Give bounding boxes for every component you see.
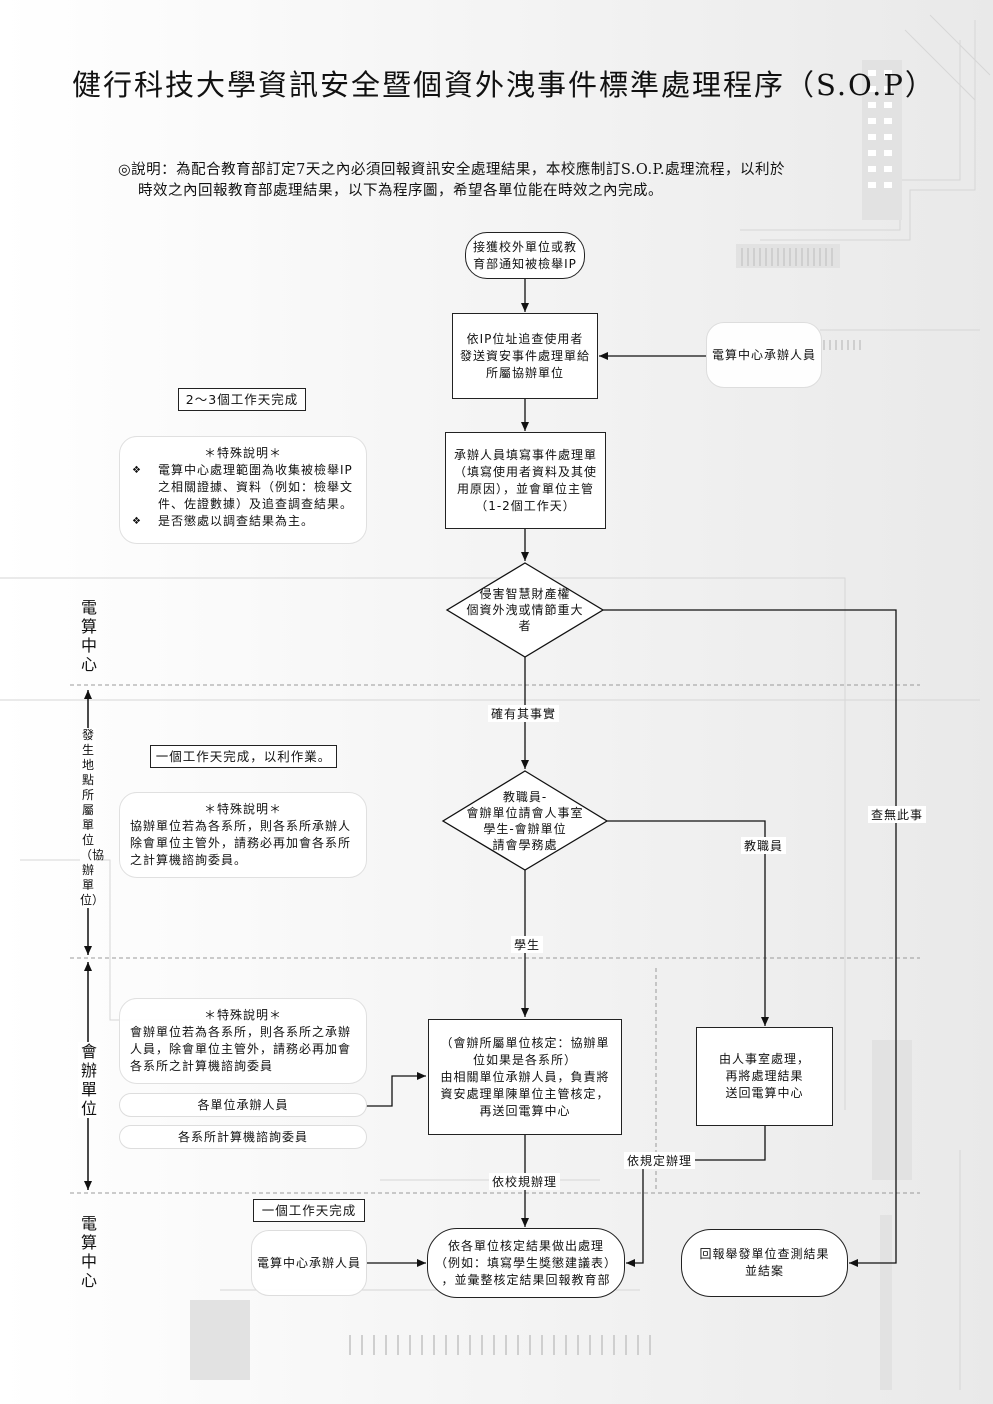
unit-handler-label: 各單位承辦人員 [197,1097,289,1112]
edge-label-by-regulations: 依規定辦理 [624,1152,696,1169]
fill-form-line-2: （填寫使用者資料及其使 [453,464,597,479]
dept-committee-box: 各系所計算機諮詢委員 [119,1125,367,1149]
page-title: 健行科技大學資訊安全暨個資外洩事件標準處理程序（S.O.P） [72,68,936,102]
report-back-node: 回報舉發單位查測結果 並結案 [681,1229,848,1297]
verify-line-2: 位如果是各系所） [472,1052,577,1067]
special-note-3-text: 會辦單位若為各系所，則各系所之承辦人員，除會單位主管外，請務必再加會各系所之計算… [130,1025,352,1073]
tag-one-day-mid-label: 一個工作天完成，以利作業。 [155,749,332,764]
decision-identity-line-1: 教職員- [502,790,548,804]
decision-serious: 侵害智慧財產權 個資外洩或情節重大 者 [455,586,595,634]
trace-ip-line-1: 依IP位址追查使用者 [466,331,584,346]
intro-text: ◎說明：為配合教育部訂定7天之內必須回報資訊安全處理結果，本校應制訂S.O.P.… [118,160,878,202]
tag-one-day-bottom: 一個工作天完成 [253,1199,365,1222]
decision-identity: 教職員- 會辦單位請會人事室 學生-會辦單位 請會學務處 [460,789,590,853]
center-handler-top: 電算中心承辦人員 [706,322,822,388]
edge-label-not-found: 查無此事 [868,806,927,823]
decision-identity-line-2: 會辦單位請會人事室 [466,806,584,820]
final-process-line-1: 依各單位核定結果做出處理 [447,1238,604,1253]
verify-line-3: 由相關單位承辦人員，負責將 [440,1069,610,1084]
special-note-2-text: 協辦單位若為各系所，則各系所承辦人除會單位主管外，請務必再加會各系所之計算機諮詢… [130,819,352,867]
decision-serious-shape [445,562,605,658]
tag-one-day-mid: 一個工作天完成，以利作業。 [150,745,337,768]
lane-label-co-unit: 會辦單位 [78,1042,100,1118]
hr-handle-line-3: 送回電算中心 [725,1086,804,1100]
start-node: 接獲校外單位或教 育部通知被檢舉IP [465,232,585,279]
edge-label-student: 學生 [511,936,544,953]
intro-line-2: 時效之內回報教育部處理結果，以下為程序圖，希望各單位能在時效之內完成。 [138,183,663,199]
final-process-node: 依各單位核定結果做出處理 （例如：填寫學生獎懲建議表） ，並彙整核定結果回報教育… [427,1228,625,1298]
fill-form-line-4: （1-2個工作天） [475,498,576,513]
tag-one-day-bottom-label: 一個工作天完成 [261,1203,357,1218]
report-back-line-1: 回報舉發單位查測結果 [699,1247,830,1261]
decision-identity-shape [441,770,609,871]
verify-line-5: 再送回電算中心 [479,1103,571,1118]
start-node-line-1: 接獲校外單位或教 [472,239,577,254]
special-note-1-title: ＊特殊說明＊ [203,446,282,460]
verify-line-1: （會辦所屬單位核定：協辦單 [440,1035,610,1050]
lane-label-incident-unit: 發生地點所屬單位（協辦單位） [80,728,104,908]
lane-label-computer-center-1-text: 電算中心 [80,598,97,674]
final-process-line-2: （例如：填寫學生獎懲建議表） [434,1255,617,1270]
tag-2-3-days-label: 2～3個工作天完成 [185,392,299,407]
special-note-3-title: ＊特殊說明＊ [203,1008,282,1022]
special-note-1: ＊特殊說明＊ 電算中心處理範圍為收集被檢舉IP之相關證據、資料（例如：檢舉文件、… [119,436,367,544]
hr-handle-line-1: 由人事室處理， [718,1052,810,1066]
special-note-1-bullet-2: 是否懲處以調查結果為主。 [130,513,356,530]
special-note-3: ＊特殊說明＊ 會辦單位若為各系所，則各系所之承辦人員，除會單位主管外，請務必再加… [119,998,367,1084]
fill-form-line-3: 用原因），並會單位主管 [456,481,594,496]
lane-label-incident-unit-text: 發生地點所屬單位（協辦單位） [80,728,105,907]
final-process-line-3: ，並彙整核定結果回報教育部 [441,1272,611,1287]
start-node-line-2: 育部通知被檢舉IP [473,256,577,271]
decision-serious-line-2: 個資外洩或情節重大 [466,603,584,617]
report-back-line-2: 並結案 [744,1264,784,1278]
trace-ip-line-3: 所屬協辦單位 [485,365,564,380]
center-handler-top-label: 電算中心承辦人員 [711,347,816,362]
center-handler-bottom-label: 電算中心承辦人員 [256,1255,361,1270]
decision-identity-line-4: 請會學務處 [492,838,558,852]
edge-label-staff: 教職員 [741,837,787,854]
decision-identity-line-3: 學生-會辦單位 [483,822,567,836]
verify-node: （會辦所屬單位核定：協辦單 位如果是各系所） 由相關單位承辦人員，負責將 資安處… [428,1019,622,1135]
special-note-1-bullet-1: 電算中心處理範圍為收集被檢舉IP之相關證據、資料（例如：檢舉文件、佐證數據）及追… [130,462,356,513]
lane-label-computer-center-1: 電算中心 [78,598,100,674]
fill-form-node: 承辦人員填寫事件處理單 （填寫使用者資料及其使 用原因），並會單位主管 （1-2… [445,432,606,529]
decision-serious-line-3: 者 [518,619,532,633]
trace-ip-node: 依IP位址追查使用者 發送資安事件處理單給 所屬協辦單位 [452,313,598,399]
special-note-2-title: ＊特殊說明＊ [203,802,282,816]
verify-line-4: 資安處理單陳單位主管核定， [440,1086,610,1101]
hr-handle-node: 由人事室處理， 再將處理結果 送回電算中心 [696,1027,833,1126]
lane-label-computer-center-2: 電算中心 [78,1214,100,1290]
lane-label-computer-center-2-text: 電算中心 [80,1214,97,1290]
hr-handle-line-2: 再將處理結果 [725,1069,804,1083]
dept-committee-label: 各系所計算機諮詢委員 [177,1129,308,1144]
decision-serious-line-1: 侵害智慧財產權 [479,587,571,601]
unit-handler-box: 各單位承辦人員 [119,1093,367,1117]
center-handler-bottom: 電算中心承辦人員 [251,1230,367,1296]
edge-label-confirmed: 確有其事實 [488,705,560,722]
trace-ip-line-2: 發送資安事件處理單給 [459,348,590,363]
special-note-2: ＊特殊說明＊ 協辦單位若為各系所，則各系所承辦人除會單位主管外，請務必再加會各系… [119,792,367,878]
lane-label-co-unit-text: 會辦單位 [80,1042,97,1118]
tag-2-3-days: 2～3個工作天完成 [178,388,306,411]
fill-form-line-1: 承辦人員填寫事件處理單 [453,447,597,462]
intro-line-1: ◎說明：為配合教育部訂定7天之內必須回報資訊安全處理結果，本校應制訂S.O.P.… [118,162,785,178]
edge-label-by-school-rules: 依校規辦理 [489,1173,561,1190]
